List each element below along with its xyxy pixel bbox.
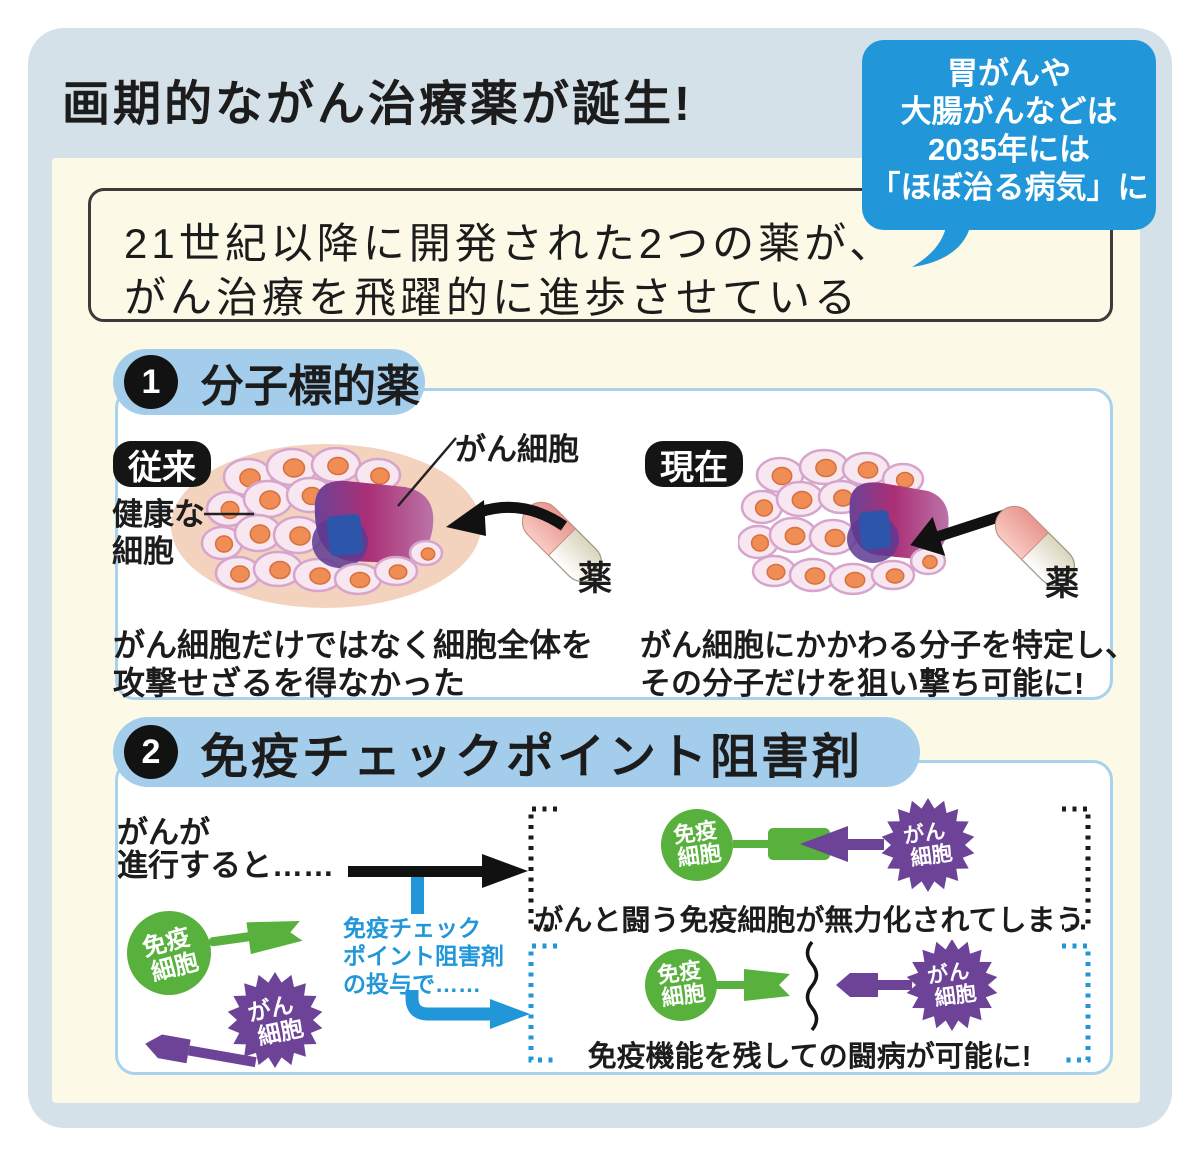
svg-text:細胞: 細胞 [676, 840, 723, 871]
inhibitor-connector-line [411, 877, 424, 914]
svg-text:細胞: 細胞 [909, 841, 954, 871]
immune-receptor-arm [208, 920, 303, 955]
section2-heading: 免疫チェックポイント阻害剤 [200, 731, 864, 784]
section2-number-badge: 2 [124, 725, 178, 779]
cancer-cell-body [227, 972, 323, 1068]
section1-heading: 分子標的薬 [200, 362, 420, 411]
progress-text-1: がんが [117, 815, 210, 850]
tag-before: 従来 [113, 441, 211, 487]
progress-arrow [348, 854, 528, 888]
immune-cell-body [661, 809, 733, 881]
section2-header: 2 免疫チェックポイント阻害剤 [113, 717, 920, 787]
attack-arrow-curved [446, 500, 568, 536]
speech-bubble-tail [912, 227, 970, 267]
speech-bubble-line: 2035年には [928, 132, 1090, 167]
outcome-blocked-caption: がんと闘う免疫細胞が無力化されてしまう [534, 905, 1085, 937]
immune-vs-cancer-figure: 免疫 細胞 がん 細胞 [127, 911, 323, 1068]
free-binding-figure: 免疫 細胞 がん 細胞 [645, 940, 998, 1032]
intro-line-2: がん治療を飛躍的に進歩させている [124, 274, 861, 321]
intro-line-1: 21世紀以降に開発された2つの薬が、 [124, 220, 896, 267]
healthy-cell-label: 健康な 細胞 [112, 497, 205, 569]
inhibitor-arrow [405, 990, 530, 1029]
section1-number-badge: 1 [124, 355, 178, 409]
cancer-cell-body [906, 940, 998, 1031]
drug-label-after: 薬 [1045, 565, 1079, 603]
target-molecule-patch [326, 513, 364, 557]
cell-cluster-after [738, 448, 949, 596]
progress-text-2: 進行すると…… [117, 848, 334, 883]
svg-text:免疫: 免疫 [672, 817, 719, 848]
bracket-right-black [1062, 806, 1091, 930]
tag-after: 現在 [645, 441, 743, 487]
cancer-cell-body [881, 798, 975, 892]
svg-text:細胞: 細胞 [660, 980, 707, 1011]
cancer-cell-label: がん細胞 [455, 432, 579, 467]
svg-text:がん: がん [902, 819, 947, 849]
blocked-binding-figure: 免疫 細胞 がん 細胞 [661, 798, 975, 892]
caption-after-1: がん細胞にかかわる分子を特定し、 [640, 628, 1136, 663]
svg-text:細胞: 細胞 [933, 981, 978, 1011]
section1-header: 1 分子標的薬 [113, 349, 425, 415]
intro-box [88, 188, 1113, 322]
target-molecule-patch [858, 510, 892, 550]
drug-label-before: 薬 [578, 560, 612, 598]
cancer-ligand-arm [145, 1034, 257, 1068]
svg-text:免疫: 免疫 [656, 957, 703, 988]
immune-cell-body [645, 949, 717, 1021]
caption-before-2: 攻撃せざるを得なかった [113, 665, 466, 701]
immune-cell-body [127, 911, 211, 995]
cell-cluster-before [200, 447, 444, 596]
speech-bubble-line: 胃がんや [947, 56, 1071, 91]
cancer-cell-pointer-line [397, 437, 457, 507]
inhibitor-note: 免疫チェック ポイント阻害剤 の投与で…… [343, 915, 504, 997]
page-title: 画期的ながん治療薬が誕生! [62, 78, 693, 131]
bracket-right-blue [1062, 943, 1091, 1063]
caption-before-1: がん細胞だけではなく細胞全体を [113, 627, 594, 663]
targeted-arrow [910, 508, 1010, 556]
speech-bubble: 胃がんや 大腸がんなどは 2035年には 「ほぼ治る病気」に [862, 40, 1156, 230]
speech-bubble-line: 「ほぼ治る病気」に [869, 170, 1149, 205]
bracket-left-blue [528, 943, 557, 1063]
svg-text:がん: がん [926, 959, 971, 989]
caption-after-2: その分子だけを狙い撃ち可能に! [640, 666, 1085, 701]
blocking-squiggle [805, 940, 819, 1032]
bracket-left-black [528, 806, 557, 930]
healthy-cell-pointer-line [204, 512, 254, 516]
speech-bubble-line: 大腸がんなどは [900, 94, 1118, 129]
outcome-free-caption: 免疫機能を残しての闘病が可能に! [587, 1041, 1032, 1073]
drug-capsule-icon [994, 505, 1076, 587]
